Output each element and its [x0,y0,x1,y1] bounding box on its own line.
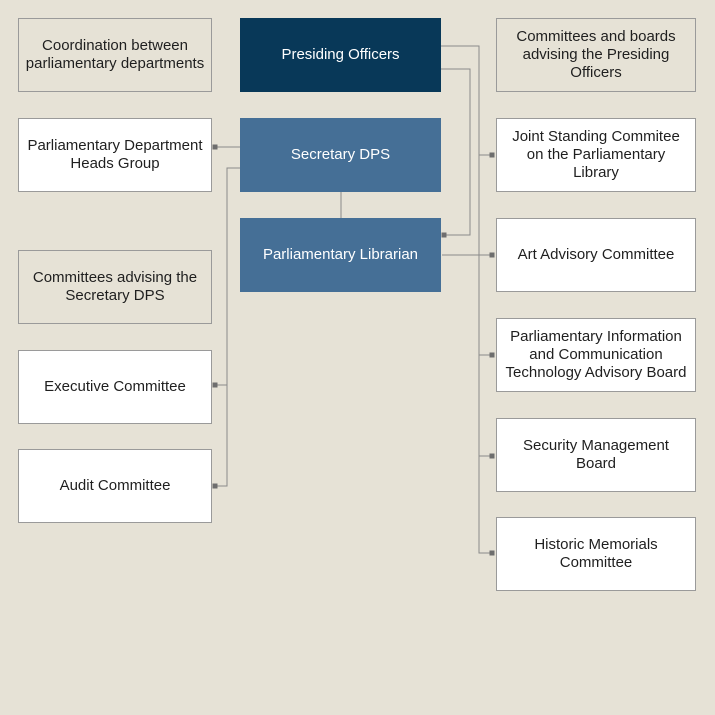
audit-committee-box: Audit Committee [18,449,212,523]
advising-secretary-header-label: Committees advising the Secretary DPS [32,269,198,304]
dept-heads-group-label: Parliamentary Department Heads Group [27,137,203,172]
art-advisory-committee-box: Art Advisory Committee [496,218,696,292]
security-management-board-label: Security Management Board [523,437,669,472]
ict-advisory-board-box: Parliamentary Information and Communicat… [496,318,696,392]
historic-memorials-committee-box: Historic Memorials Committee [496,517,696,591]
advising-secretary-header: Committees advising the Secretary DPS [18,250,212,324]
security-management-board-box: Security Management Board [496,418,696,492]
advising-presiding-header-label: Committees and boards advising the Presi… [516,28,676,81]
advising-presiding-header: Committees and boards advising the Presi… [496,18,696,92]
ict-advisory-board-label: Parliamentary Information and Communicat… [505,328,687,381]
connector-dot [489,453,495,459]
connector-presiding-to-librarian [441,68,471,236]
connector-secretary-committees [215,167,240,487]
historic-memorials-committee-label: Historic Memorials Committee [534,536,658,571]
connector-dot [489,550,495,556]
connector-dot [489,152,495,158]
secretary-dps-box: Secretary DPS [240,118,441,192]
audit-committee-label: Audit Committee [59,477,171,494]
connector-dot [489,252,495,258]
executive-committee-label: Executive Committee [44,378,186,395]
parliamentary-librarian-label: Parliamentary Librarian [262,246,419,263]
executive-committee-box: Executive Committee [18,350,212,424]
secretary-dps-label: Secretary DPS [290,146,391,163]
coordination-header: Coordination between parliamentary depar… [18,18,212,92]
connector-presiding-to-boards [441,45,492,554]
parliamentary-librarian-box: Parliamentary Librarian [240,218,441,292]
presiding-officers-label: Presiding Officers [281,46,400,63]
presiding-officers-box: Presiding Officers [240,18,441,92]
dept-heads-group-box: Parliamentary Department Heads Group [18,118,212,192]
joint-standing-committee-label: Joint Standing Commitee on the Parliamen… [512,128,680,181]
connector-dot [212,382,218,388]
joint-standing-committee-box: Joint Standing Commitee on the Parliamen… [496,118,696,192]
art-advisory-committee-label: Art Advisory Committee [517,246,675,263]
connector-dot [212,144,218,150]
connector-dot [441,232,447,238]
connector-dot [489,352,495,358]
coordination-header-label: Coordination between parliamentary depar… [25,37,205,72]
connector-dot [212,483,218,489]
